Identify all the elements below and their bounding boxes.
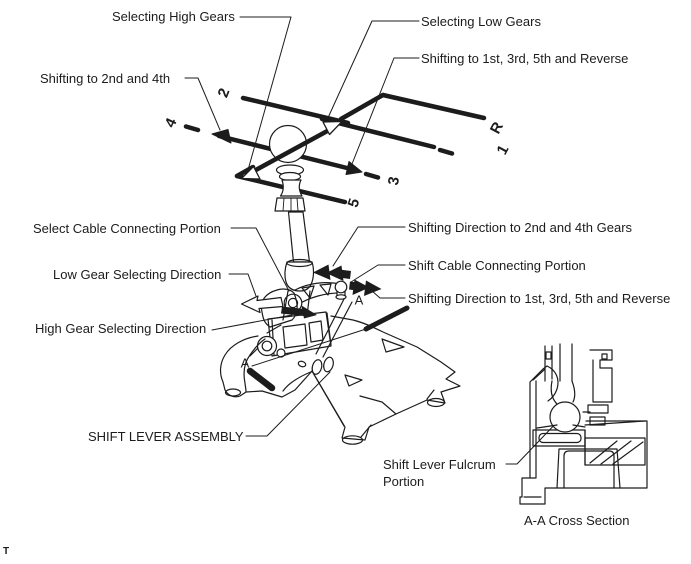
select-axis-line — [254, 129, 331, 171]
label-shifting-to-2nd-and-4th: Shifting to 2nd and 4th — [40, 71, 171, 86]
label-shifting-direction-2nd-4th: Shifting Direction to 2nd and 4th Gears — [408, 220, 633, 235]
label-shifting-to-1st-3rd-5th-reverse: Shifting to 1st, 3rd, 5th and Reverse — [421, 51, 629, 66]
cs-lever — [545, 344, 572, 381]
label-shift-lever-assembly: SHIFT LEVER ASSEMBLY — [88, 429, 244, 444]
section-marker-a-left: A — [240, 355, 250, 371]
leader-dir-2nd-4th — [333, 227, 405, 266]
gate-dash-3 — [366, 174, 378, 178]
select-axis — [242, 122, 343, 180]
bracket-artwork — [258, 281, 353, 357]
base-hole-1 — [311, 359, 324, 376]
section-marker-a-right: A — [354, 292, 364, 308]
lever-neck — [281, 180, 303, 196]
section-line-thick — [366, 308, 407, 329]
label-shift-lever-fulcrum-portion: Shift Lever Fulcrum Portion — [383, 457, 496, 489]
pivot-housing — [261, 289, 297, 327]
cs-socket-lip — [547, 366, 558, 401]
cross-section-artwork — [520, 344, 647, 504]
gate-dash-1 — [440, 150, 452, 154]
direction-arrows — [242, 264, 382, 319]
base-foot-center — [343, 436, 363, 444]
shift-arrowhead-left — [212, 130, 231, 144]
label-shifting-direction-1st-3rd-5th-reverse: Shifting Direction to 1st, 3rd, 5th and … — [408, 291, 671, 306]
shift-dir-2nd-4th-arrow — [313, 264, 351, 281]
base-outline — [246, 316, 460, 440]
knob-ring-2 — [280, 173, 301, 181]
base-gusset — [312, 371, 371, 437]
select-arrowhead-low — [323, 122, 342, 135]
base-foot-left — [226, 389, 241, 396]
label-aa-cross-section: A-A Cross Section — [524, 513, 630, 528]
base-dark-slot — [250, 371, 272, 388]
gate-corner-5 — [237, 167, 253, 176]
cs-fulcrum-ball — [550, 402, 580, 432]
gate-bar-R — [383, 95, 484, 118]
select-arrowhead-high — [242, 167, 261, 180]
shift-lever-artwork — [270, 126, 314, 292]
leader-lines — [185, 17, 560, 464]
leader-select-cable — [231, 228, 289, 291]
lever-shaft — [289, 212, 310, 262]
label-high-gear-selecting-direction: High Gear Selecting Direction — [35, 321, 207, 336]
leader-shift-lever-assembly — [246, 372, 330, 436]
corner-mark-t: T — [3, 546, 10, 557]
leader-selecting-high-gears — [240, 17, 291, 170]
cs-housing-outline — [520, 366, 647, 504]
cs-hook — [590, 350, 612, 402]
label-selecting-high-gears: Selecting High Gears — [112, 9, 235, 24]
high-gear-black-arrow — [281, 305, 317, 319]
gate-corner-R — [341, 95, 383, 119]
lever-collar — [275, 198, 305, 211]
label-low-gear-selecting-direction: Low Gear Selecting Direction — [53, 267, 222, 282]
lever-boot — [285, 262, 314, 291]
leader-shifting-1st — [352, 58, 419, 164]
base-foot-right — [428, 399, 445, 407]
lower-frame — [268, 312, 331, 356]
label-shift-cable-connecting-portion: Shift Cable Connecting Portion — [408, 258, 586, 273]
leader-shift-cable — [351, 265, 405, 282]
cs-band — [533, 430, 585, 446]
low-gear-white-arrow — [242, 296, 284, 313]
base-plate-artwork — [221, 316, 460, 444]
leader-shifting-2nd-4th — [185, 78, 220, 130]
leader-low-gear — [229, 274, 256, 296]
leader-selecting-low-gears — [327, 21, 419, 120]
base-left-arm — [221, 336, 265, 397]
cs-pedestal — [557, 449, 620, 488]
leader-dir-1st — [372, 291, 405, 298]
shift-arrowhead-right — [346, 162, 362, 175]
shift-dir-1st-arrow — [349, 279, 382, 296]
shift-cable-stud-ball — [335, 281, 347, 293]
support-leg — [316, 299, 352, 357]
gate-dash-4 — [186, 127, 198, 131]
label-selecting-low-gears: Selecting Low Gears — [421, 14, 541, 29]
label-select-cable-connecting-portion: Select Cable Connecting Portion — [33, 221, 221, 236]
section-line — [252, 308, 407, 366]
shift-gate-pattern — [186, 95, 484, 202]
base-hole-2 — [322, 356, 335, 373]
